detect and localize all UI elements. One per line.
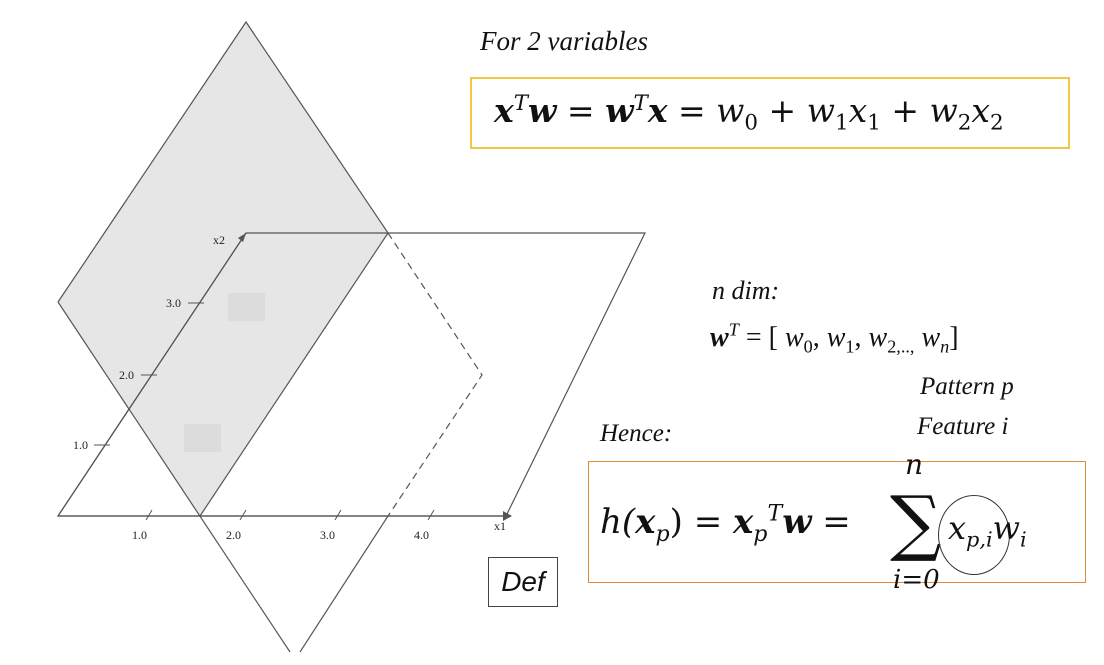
eq-symbol: h( bbox=[600, 502, 636, 542]
eq-symbol: x bbox=[948, 509, 967, 547]
equation-h: h(xp) = xpTw = bbox=[600, 500, 851, 545]
x1-tick-label: 3.0 bbox=[320, 528, 335, 542]
eq-symbol: x bbox=[635, 502, 656, 542]
eq-symbol: = bbox=[566, 91, 595, 130]
sum-upper-limit: n bbox=[905, 448, 924, 481]
eq-symbol: w bbox=[716, 91, 745, 130]
eq-symbol: p bbox=[655, 520, 670, 547]
eq-symbol: 2,.., bbox=[887, 336, 915, 357]
eq-symbol: x bbox=[733, 502, 754, 542]
x1-tick-3 bbox=[334, 509, 342, 521]
eq-symbol: , bbox=[854, 322, 862, 353]
x1-tick-label: 1.0 bbox=[132, 528, 147, 542]
eq-symbol: [ bbox=[768, 322, 778, 353]
eq-symbol: x bbox=[647, 91, 668, 130]
tilted-plane-edge-lower-right bbox=[299, 515, 389, 653]
tilted-plane-edge bbox=[57, 20, 389, 303]
eq-symbol: + bbox=[891, 91, 920, 130]
eq-symbol: 2 bbox=[990, 110, 1004, 136]
eq-symbol: = bbox=[678, 91, 706, 130]
eq-symbol: x bbox=[971, 91, 991, 130]
sigma-symbol: ∑ bbox=[890, 480, 942, 564]
sum-lower-limit: i=0 bbox=[893, 565, 940, 595]
eq-symbol: = bbox=[745, 322, 762, 353]
x1-tick-1 bbox=[145, 509, 153, 521]
eq-symbol: 0 bbox=[803, 336, 813, 357]
eq-symbol: 2 bbox=[957, 110, 972, 136]
eq-symbol: T bbox=[513, 91, 528, 116]
tilted-plane-edge-left-lower bbox=[57, 301, 291, 653]
eq-symbol: x bbox=[494, 91, 514, 130]
eq-symbol: T bbox=[728, 319, 739, 340]
eq-symbol: ] bbox=[949, 322, 959, 353]
eq-symbol: p,i bbox=[966, 527, 993, 552]
marker-square bbox=[184, 424, 221, 452]
x2-axis-label: x2 bbox=[213, 233, 225, 247]
pattern-annotation: Pattern p bbox=[920, 373, 1014, 400]
highlight-circle bbox=[938, 495, 1010, 575]
eq-symbol: i bbox=[1020, 527, 1027, 552]
eq-symbol: w bbox=[806, 91, 835, 130]
x1-tick-2 bbox=[239, 509, 247, 521]
eq-symbol: w bbox=[784, 322, 804, 353]
eq-symbol: w bbox=[826, 322, 846, 353]
eq-symbol: n bbox=[940, 336, 950, 357]
tilted-plane-hidden-edge bbox=[387, 232, 483, 517]
eq-symbol: ) bbox=[669, 502, 683, 542]
marker-square bbox=[228, 293, 265, 321]
eq-symbol: w bbox=[528, 91, 557, 130]
x2-tick-label: 2.0 bbox=[119, 368, 134, 382]
eq-symbol: w bbox=[782, 502, 812, 542]
summand: xp,iwi bbox=[948, 508, 1027, 552]
eq-symbol: + bbox=[768, 91, 797, 130]
tilted-plane bbox=[58, 22, 388, 652]
eq-symbol: 0 bbox=[744, 110, 759, 136]
eq-symbol: w bbox=[921, 322, 941, 353]
eq-symbol: w bbox=[929, 91, 958, 130]
feature-annotation: Feature i bbox=[917, 413, 1009, 440]
eq-symbol: w bbox=[710, 322, 729, 353]
x2-tick-label: 3.0 bbox=[166, 296, 181, 310]
x1-axis-label: x1 bbox=[494, 519, 506, 533]
eq-symbol: 1 bbox=[834, 110, 849, 136]
eq-symbol: x bbox=[848, 91, 868, 130]
eq-symbol: = bbox=[693, 502, 723, 542]
eq-symbol: w bbox=[992, 509, 1021, 547]
x1-tick-label: 4.0 bbox=[414, 528, 429, 542]
def-label: Def bbox=[488, 557, 558, 607]
header-label: For 2 variables bbox=[480, 26, 648, 56]
eq-symbol: T bbox=[767, 500, 783, 527]
eq-symbol: = bbox=[822, 502, 851, 542]
eq-symbol: , bbox=[812, 322, 820, 353]
hence-label: Hence: bbox=[600, 420, 673, 447]
eq-symbol: p bbox=[753, 520, 768, 547]
x1-tick-label: 2.0 bbox=[226, 528, 241, 542]
x1-axis-arrow bbox=[503, 511, 512, 521]
eq-symbol: w bbox=[868, 322, 888, 353]
x2-axis-arrow bbox=[238, 233, 246, 242]
eq-symbol: w bbox=[605, 91, 634, 130]
tilted-plane-intersection bbox=[199, 232, 389, 517]
equation-box-2var: xTw = wTx = w0 + w1x1 + w2x2 bbox=[470, 77, 1070, 149]
ndim-label: n dim: bbox=[712, 276, 780, 305]
x2-tick-label: 1.0 bbox=[73, 438, 88, 452]
ndim-vector: wT = [ w0, w1, w2,.., wn] bbox=[710, 319, 959, 357]
eq-symbol: 1 bbox=[867, 110, 881, 136]
x1-tick-4 bbox=[427, 509, 435, 521]
equation-2var: xTw = wTx = w0 + w1x1 + w2x2 bbox=[494, 91, 1004, 134]
eq-symbol: T bbox=[633, 91, 648, 116]
eq-symbol: 1 bbox=[845, 336, 855, 357]
